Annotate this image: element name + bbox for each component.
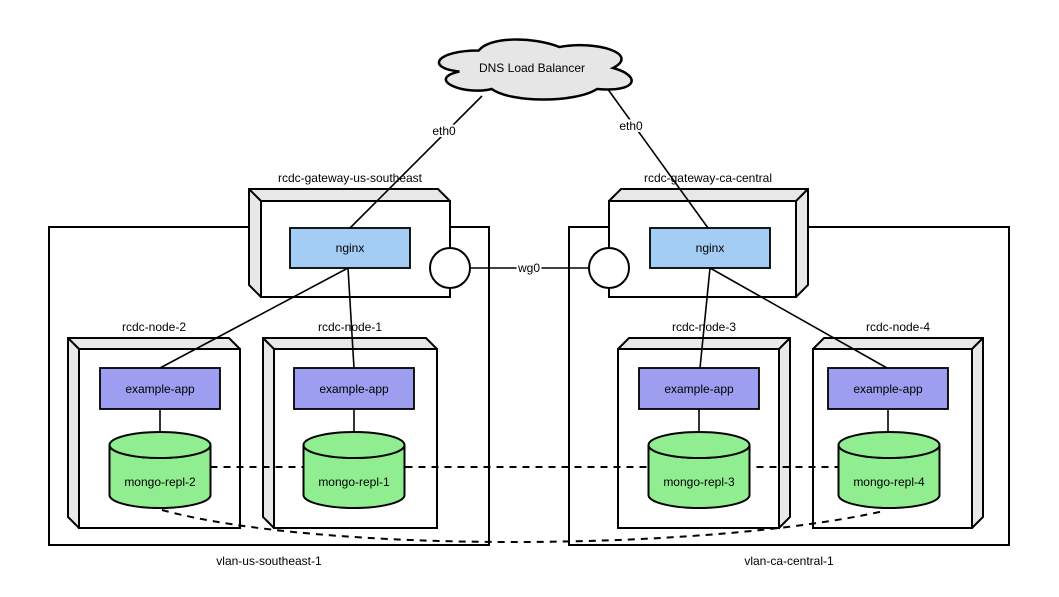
cube-fold-line [778,337,791,350]
link-cloud-to-nginx-left [349,95,483,229]
nginx-box [649,227,771,269]
cylinder-top [108,431,212,459]
cloud-icon [437,38,633,101]
db-label: mongo-repl-1 [318,475,390,489]
db-label: mongo-repl-2 [124,475,196,489]
cylinder-top [647,431,751,459]
cylinder-top [302,431,406,459]
nginx-label: nginx [696,241,725,255]
cube-fold-line [971,337,984,350]
link-nginx-to-app-node4 [709,267,888,369]
app-box [827,367,949,410]
db-cylinder-icon: mongo-repl-2 [108,431,212,509]
cube-fold-line [248,188,262,202]
gateway-us-southeast: rcdc-gateway-us-southeast nginx [248,171,451,298]
mongo-cylinders: mongo-repl-2 mongo-repl-1 mongo-repl-3 m… [108,431,941,509]
eth0-label-right: eth0 [619,119,643,133]
cylinder-top [837,431,941,459]
vlan-label-ca-central: vlan-ca-central-1 [744,554,834,568]
node-label: rcdc-node-4 [866,320,930,334]
app-label: example-app [319,382,389,396]
gateway-ca-central: rcdc-gateway-ca-central nginx [608,171,809,298]
nginx-box [289,227,411,269]
connections [159,87,889,433]
wg0-port-left-icon [429,247,471,289]
wg0-port-right-icon [588,247,630,289]
db-label: mongo-repl-3 [663,475,735,489]
cube-fold-line [67,337,80,350]
link-nginx-to-app-node2 [159,267,349,369]
mongo-replication-link-curve [161,509,885,543]
nginx-label: nginx [336,241,365,255]
gateway-label: rcdc-gateway-us-southeast [278,171,423,185]
cube-fold-line [262,337,275,350]
wg0-label: wg0 [517,261,540,275]
cloud-label: DNS Load Balancer [479,61,585,75]
gateway-label: rcdc-gateway-ca-central [644,171,772,185]
app-label: example-app [125,382,195,396]
db-label: mongo-repl-4 [853,475,925,489]
eth0-label-left: eth0 [432,124,456,138]
db-cylinder-icon: mongo-repl-1 [302,431,406,509]
app-label: example-app [664,382,734,396]
link-nginx-to-app-node1 [347,267,355,369]
cube-fold-line [795,188,809,202]
node-label: rcdc-node-2 [122,320,186,334]
db-cylinder-icon: mongo-repl-3 [647,431,751,509]
db-cylinder-icon: mongo-repl-4 [837,431,941,509]
app-box [99,367,221,410]
dns-load-balancer: DNS Load Balancer [437,38,633,101]
app-label: example-app [853,382,923,396]
link-cloud-to-nginx-right [606,87,709,229]
vlan-label-us-southeast: vlan-us-southeast-1 [216,554,322,568]
link-nginx-to-app-node3 [699,267,711,369]
app-box [638,367,760,410]
node-label: rcdc-node-1 [318,320,382,334]
